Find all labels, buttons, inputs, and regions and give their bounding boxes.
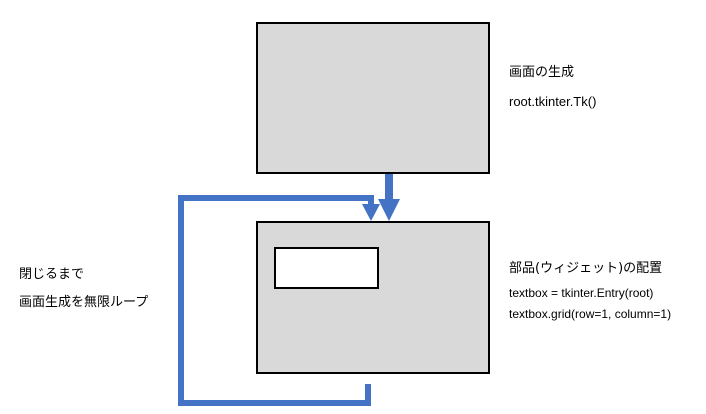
loop-arrow-head [362,204,380,221]
entry-widget-rect [274,247,379,289]
widget-placement-box [256,221,490,374]
window-step-code: root.tkinter.Tk() [509,94,597,109]
loop-label-line2: 画面生成を無限ループ [19,295,149,310]
widget-step-code-line1: textbox = tkinter.Entry(root) [509,286,654,300]
down-arrow-head [378,199,400,221]
loop-label-line1: 閉じるまで [19,267,85,282]
down-arrow-shaft [385,174,393,199]
window-step-title: 画面の生成 [509,65,575,80]
loop-arrow-line [178,195,374,406]
widget-step-title: 部品(ウィジェット)の配置 [509,261,663,276]
window-creation-box [256,22,490,174]
widget-step-code-line2: textbox.grid(row=1, column=1) [509,307,672,321]
